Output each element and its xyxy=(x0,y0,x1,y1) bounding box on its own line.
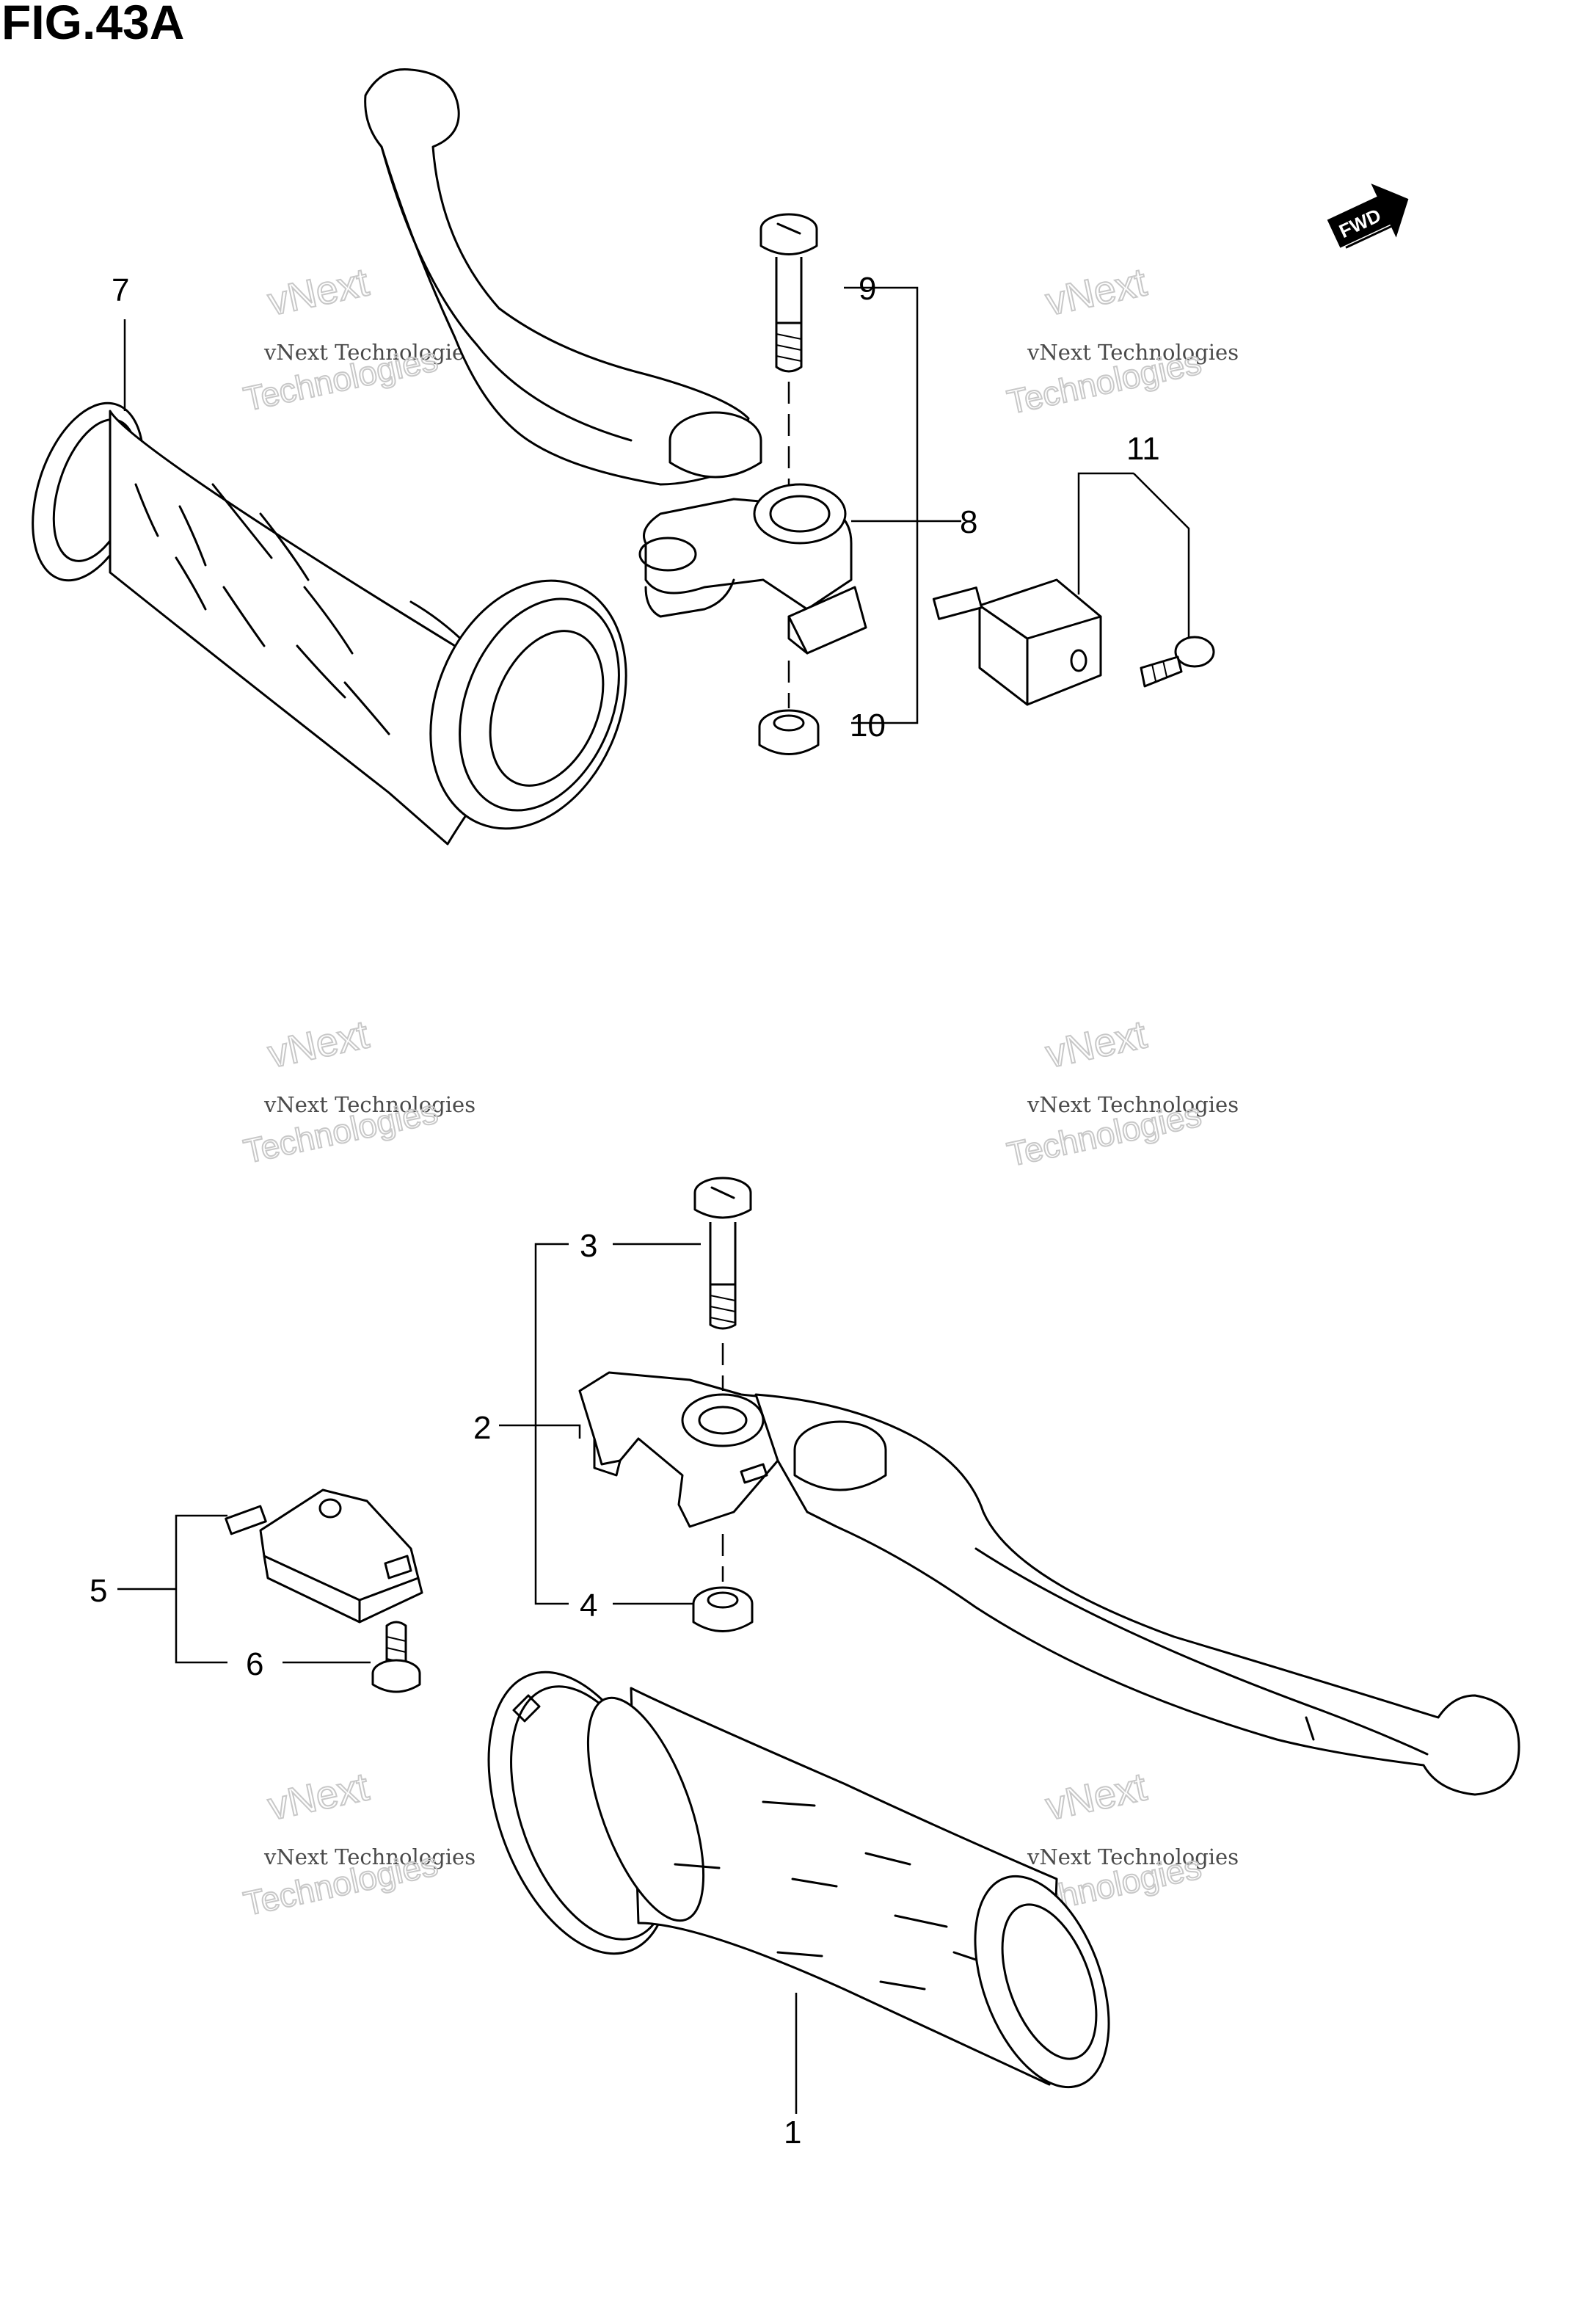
part-10-nut xyxy=(758,661,820,755)
callout-8: 8 xyxy=(960,504,977,540)
part-3-pivot-bolt xyxy=(693,1177,752,1391)
figure-title: FIG.43A xyxy=(1,0,185,49)
part-7-left-grip xyxy=(32,401,627,846)
callout-11: 11 xyxy=(1126,431,1160,467)
callout-7: 7 xyxy=(112,272,129,308)
callout-9: 9 xyxy=(859,271,876,307)
part-11-switch xyxy=(932,578,1215,706)
leader-lines xyxy=(117,286,1190,2114)
watermark-top-text: vNext xyxy=(1042,260,1151,324)
callout-1: 1 xyxy=(784,2115,801,2151)
part-5-brake-switch xyxy=(225,1488,423,1624)
watermark-mid-text: vNext Technologies xyxy=(263,340,475,365)
watermark-mid-right: vNext vNext Technologies Technologies xyxy=(1003,1011,1239,1174)
watermark-top-text: vNext xyxy=(264,1764,373,1828)
callout-10: 10 xyxy=(850,708,886,744)
watermark-mid-text: vNext Technologies xyxy=(1027,340,1239,365)
watermark-mid-left: vNext vNext Technologies Technologies xyxy=(240,1011,476,1171)
watermark-top-text: vNext xyxy=(1042,1012,1151,1076)
part-6-screw xyxy=(371,1621,421,1693)
callout-5: 5 xyxy=(90,1573,107,1609)
callout-4: 4 xyxy=(580,1588,597,1624)
part-2-brake-lever xyxy=(578,1371,1520,1796)
watermark-top-text: vNext xyxy=(264,260,373,324)
callout-3: 3 xyxy=(580,1228,597,1264)
part-9-pivot-bolt xyxy=(759,213,818,484)
watermark-mid-text: vNext Technologies xyxy=(1027,1844,1239,1869)
part-8-clutch-lever xyxy=(364,68,867,655)
watermark-mid-text: vNext Technologies xyxy=(263,1092,475,1117)
watermark-mid-text: vNext Technologies xyxy=(1027,1092,1239,1117)
callout-2: 2 xyxy=(473,1410,491,1446)
fwd-arrow-icon: FWD xyxy=(1327,183,1409,249)
watermark-top-text: vNext xyxy=(1042,1764,1151,1828)
watermark-bottom-left: vNext vNext Technologies Technologies xyxy=(240,1764,476,1923)
part-4-nut xyxy=(692,1534,754,1632)
watermark-top-right: vNext vNext Technologies Technologies xyxy=(1003,259,1239,421)
watermark-top-text: vNext xyxy=(264,1012,373,1076)
watermark-mid-text: vNext Technologies xyxy=(263,1844,475,1869)
callout-6: 6 xyxy=(246,1646,263,1682)
part-1-throttle-grip xyxy=(487,1671,1110,2089)
